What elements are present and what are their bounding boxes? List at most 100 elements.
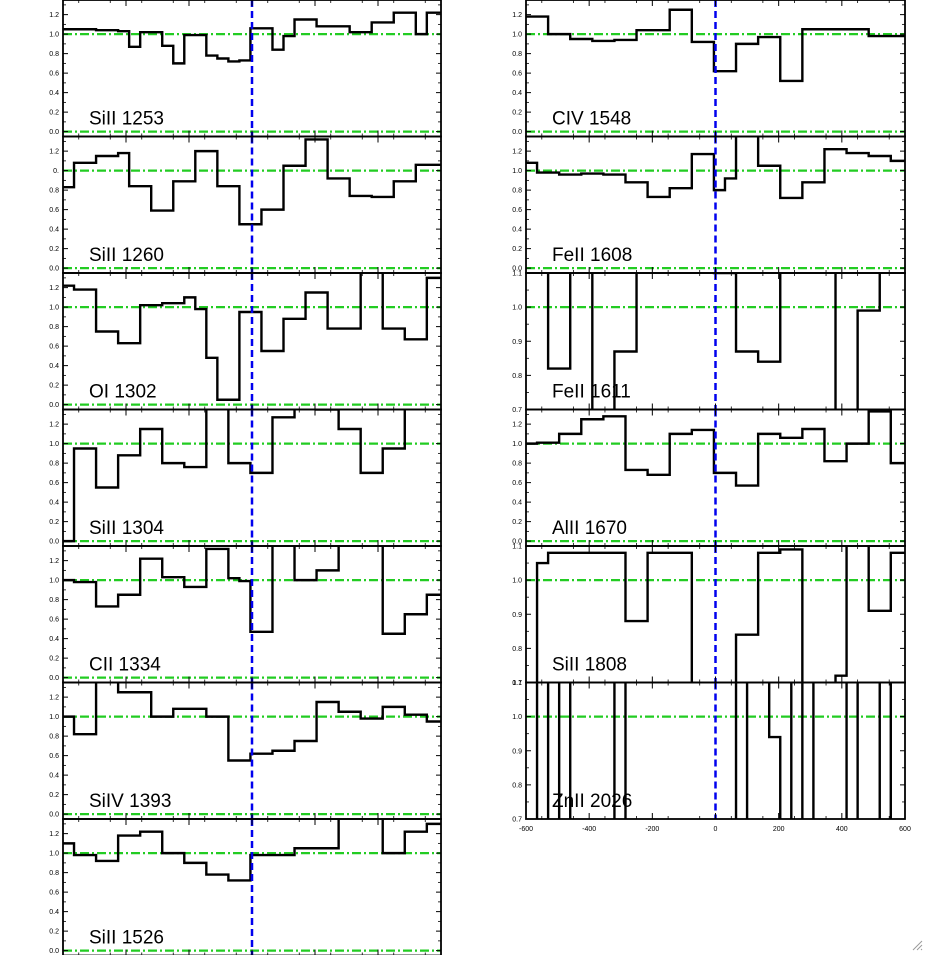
panel-label: SiII 1808 (552, 655, 627, 676)
y-tick-label: 0.8 (512, 461, 522, 468)
y-tick-label: 0.0 (49, 402, 59, 409)
y-tick-label: 0.6 (49, 890, 59, 897)
y-tick-label: 0.8 (512, 373, 522, 380)
spectrum-line (63, 546, 441, 635)
spectrum-line (526, 8, 905, 83)
y-tick-label: 0.9 (512, 612, 522, 619)
spectrum-line (63, 11, 441, 65)
y-tick-label: 0. (53, 168, 59, 175)
y-tick-label: 1.0 (49, 305, 59, 312)
panel-label: SiII 1526 (89, 928, 164, 949)
y-tick-label: 0.2 (49, 246, 59, 253)
y-tick-label: 0.2 (49, 110, 59, 117)
y-tick-label: 0.2 (512, 246, 522, 253)
x-tick-label: -600 (519, 826, 533, 833)
spectrum-line (526, 136, 905, 200)
spectrum-line (63, 409, 406, 543)
y-tick-label: 0.6 (512, 71, 522, 78)
y-tick-label: 0.8 (512, 782, 522, 789)
y-tick-label: 1.0 (512, 168, 522, 175)
y-tick-label: 0.2 (49, 792, 59, 799)
y-tick-label: 0.6 (49, 344, 59, 351)
y-tick-label: 0.2 (49, 929, 59, 936)
x-tick-label: 600 (899, 826, 911, 833)
panel-label: SiII 1260 (89, 245, 164, 266)
y-tick-label: 0.2 (512, 110, 522, 117)
y-tick-label: 1.2 (512, 12, 522, 19)
y-tick-label: 0.7 (512, 407, 522, 414)
spectrum-line (63, 682, 441, 762)
y-tick-label: 1.1 (512, 544, 522, 551)
x-tick-label: 200 (773, 826, 785, 833)
y-tick-label: 0.8 (512, 188, 522, 195)
y-tick-label: 0.8 (49, 324, 59, 331)
y-tick-label: 0.6 (49, 753, 59, 760)
y-tick-label: 0.2 (49, 383, 59, 390)
y-tick-label: 0.0 (49, 266, 59, 273)
y-tick-label: 0.2 (49, 519, 59, 526)
y-tick-label: 0.4 (512, 227, 522, 234)
y-tick-label: 0.8 (49, 51, 59, 58)
spectrum-line (526, 410, 905, 487)
y-tick-label: 0.6 (49, 71, 59, 78)
x-tick-label: 400 (836, 826, 848, 833)
y-tick-label: 0.0 (512, 266, 522, 273)
y-tick-label: 0.8 (49, 870, 59, 877)
y-tick-label: 0.0 (49, 948, 59, 955)
y-tick-label: 0.8 (49, 597, 59, 604)
panel-label: CII 1334 (89, 655, 161, 676)
panel-label: OI 1302 (89, 382, 157, 403)
spectrum-line (63, 273, 441, 401)
y-tick-label: 1.0 (49, 851, 59, 858)
y-tick-label: 1.2 (49, 695, 59, 702)
y-tick-label: 1.0 (512, 714, 522, 721)
y-tick-label: 1.0 (49, 441, 59, 448)
y-tick-label: 0.6 (49, 207, 59, 214)
x-tick-label: 0 (714, 826, 718, 833)
x-tick-label: -400 (582, 826, 596, 833)
y-tick-label: 1.2 (49, 149, 59, 156)
y-tick-label: 0.6 (49, 480, 59, 487)
y-tick-label: 0.0 (49, 812, 59, 819)
resize-grip-icon[interactable] (911, 939, 923, 951)
y-tick-label: 0.2 (49, 656, 59, 663)
y-tick-label: 0.4 (49, 363, 59, 370)
panel-label: AlII 1670 (552, 518, 627, 539)
y-tick-label: 0.0 (49, 129, 59, 136)
panel-oi-1302: 0.00.20.40.60.81.01.2OI 1302 (49, 272, 442, 411)
y-tick-label: 0.7 (512, 680, 522, 687)
y-tick-label: 1.0 (49, 714, 59, 721)
y-tick-label: 0.0 (49, 675, 59, 682)
y-tick-label: 1.1 (512, 271, 522, 278)
y-tick-label: 1.1 (512, 680, 522, 687)
y-tick-label: 0.4 (49, 90, 59, 97)
y-tick-label: 1.2 (49, 12, 59, 19)
y-tick-label: 0.9 (512, 339, 522, 346)
y-tick-label: 0.8 (49, 461, 59, 468)
y-tick-label: 1.0 (512, 441, 522, 448)
y-tick-label: 0.0 (512, 129, 522, 136)
panel-label: SiII 1304 (89, 518, 164, 539)
y-tick-label: 0.8 (512, 646, 522, 653)
x-tick-label: -200 (645, 826, 659, 833)
y-tick-label: 0.4 (49, 227, 59, 234)
y-tick-label: 1.0 (512, 305, 522, 312)
y-tick-label: 0.4 (49, 500, 59, 507)
y-tick-label: 0.4 (512, 500, 522, 507)
y-tick-label: 0.6 (49, 617, 59, 624)
y-tick-label: 0.2 (512, 519, 522, 526)
y-tick-label: 0.4 (512, 90, 522, 97)
y-tick-label: 1.2 (512, 149, 522, 156)
spectrum-line (63, 138, 441, 226)
y-tick-label: 1.2 (49, 422, 59, 429)
panel-label: FeII 1608 (552, 245, 632, 266)
y-tick-label: 0.6 (512, 207, 522, 214)
